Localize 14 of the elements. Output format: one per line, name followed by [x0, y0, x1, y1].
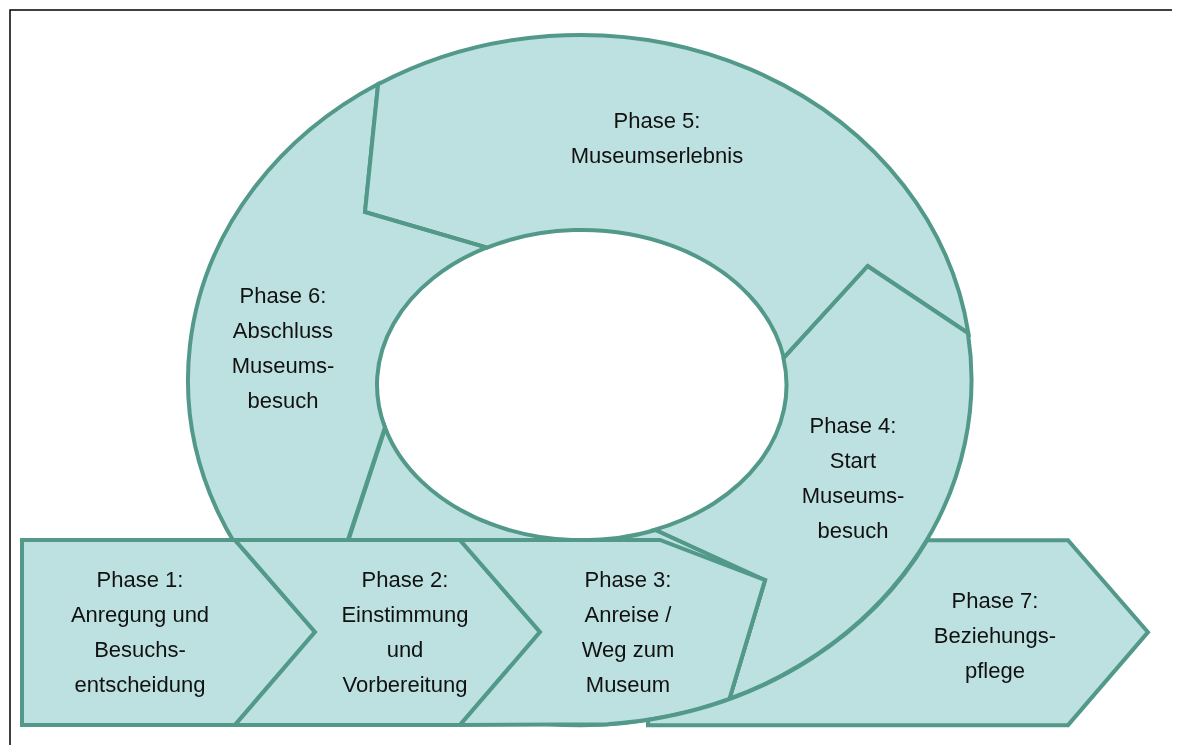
- phase-description: Museumserlebnis: [569, 142, 745, 170]
- phase-description: Start Museums-besuch: [800, 447, 906, 545]
- phase-title: Phase 1:: [95, 566, 185, 594]
- phase-title: Phase 6:: [238, 282, 328, 310]
- phase-description: Anreise / Weg zum Museum: [580, 601, 676, 699]
- phase-title: Phase 3:: [583, 566, 673, 594]
- phase-title: Phase 5:: [612, 107, 702, 135]
- phase-description: Beziehungs-pflege: [932, 622, 1058, 686]
- phase-title: Phase 7:: [950, 587, 1040, 616]
- phase-title: Phase 2:: [360, 566, 450, 594]
- phase-title: Phase 4:: [808, 412, 898, 440]
- phase-description: Einstimmung und Vorbereitung: [340, 601, 470, 699]
- phase-description: Anregung und Besuchs-entscheidung: [69, 601, 211, 699]
- phase-description: Abschluss Museums-besuch: [230, 317, 336, 415]
